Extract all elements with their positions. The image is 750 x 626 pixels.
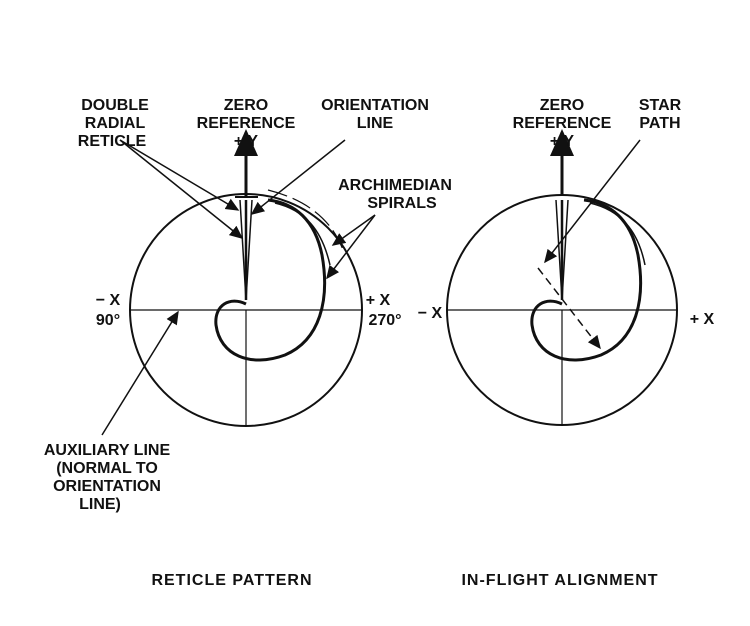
left-plus-x-label: 270° [368,312,401,329]
left-outer-spiral [274,202,331,266]
left-inner-spiral [214,198,327,362]
double-radial-label: RADIAL [85,115,146,132]
left-zero-ref-label: ZERO [224,97,268,114]
right-plus-x-label: + X [690,311,715,328]
right-minus-x-label: − X [418,305,443,322]
left-zero-ref-label: REFERENCE [197,115,296,132]
right-zero-ref-label: + Y [550,133,575,150]
spirals-label: SPIRALS [367,195,437,212]
orientation-line-label: ORIENTATION [321,97,429,114]
double-radial-label: RETICLE [78,133,147,150]
in-flight-alignment-caption: IN-FLIGHT ALIGNMENT [461,572,658,589]
right-zero-ref-label: ZERO [540,97,584,114]
spirals-label: ARCHIMEDIAN [338,177,452,194]
orientation-line-label: LINE [357,115,394,132]
left-pointer-double-radial-1 [119,139,240,211]
star-path-label: PATH [639,115,680,132]
left-minus-x-label: 90° [96,312,120,329]
right-pointer-star-path [544,139,641,264]
left-zero-ref-label: + Y [234,133,259,150]
auxiliary-label: ORIENTATION [53,478,161,495]
right-reticle [446,129,678,426]
star-path-line [537,267,601,350]
auxiliary-label: (NORMAL TO [56,460,158,477]
left-pointer-spiral-1 [331,214,376,246]
reticle-pattern-caption: RETICLE PATTERN [151,572,312,589]
auxiliary-label: AUXILIARY LINE [44,442,171,459]
star-path-label: STAR [639,97,682,114]
left-plus-x-label: + X [366,292,391,309]
auxiliary-label: LINE) [79,496,121,513]
right-zero-ref-label: REFERENCE [513,115,612,132]
left-pointer-orientation [250,139,346,215]
left-minus-x-label: − X [96,292,121,309]
left-pointer-auxiliary [101,310,179,436]
left-reticle [101,129,376,436]
right-spiral [530,198,643,362]
double-radial-label: DOUBLE [81,97,149,114]
